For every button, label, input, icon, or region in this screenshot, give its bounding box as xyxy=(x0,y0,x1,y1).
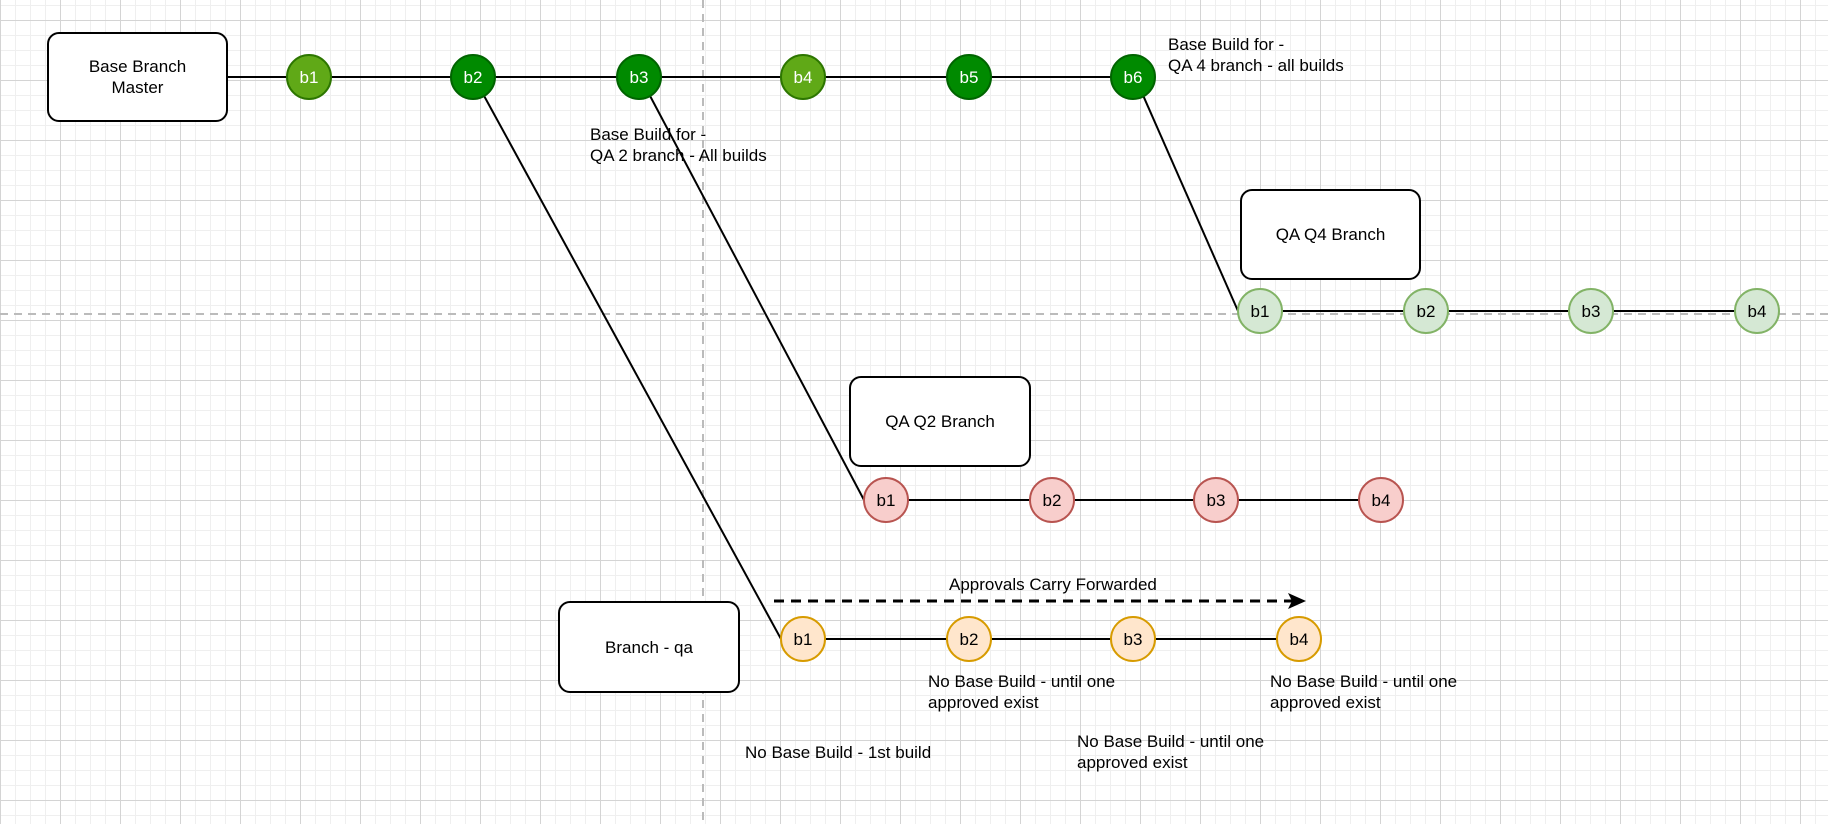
build-node-label: b2 xyxy=(960,630,979,649)
branch-box-qa-q2[interactable]: QA Q2 Branch xyxy=(849,376,1031,467)
fork-edge-qa-q4 xyxy=(1142,95,1239,312)
build-node-circle[interactable] xyxy=(780,616,826,662)
build-node-circle[interactable] xyxy=(1568,288,1614,334)
note-qa-b1: No Base Build - 1st build xyxy=(745,743,932,762)
build-node-qa-b2[interactable]: b2 xyxy=(946,616,992,662)
build-node-circle[interactable] xyxy=(946,616,992,662)
branch-box-master[interactable]: Base Branch Master xyxy=(47,32,228,122)
build-node-master-b3[interactable]: b3 xyxy=(616,54,662,100)
build-node-master-b5[interactable]: b5 xyxy=(946,54,992,100)
fork-edge-qa-q2 xyxy=(649,95,865,501)
build-node-circle[interactable] xyxy=(1193,477,1239,523)
build-node-circle[interactable] xyxy=(1110,616,1156,662)
note-qa-b2: No Base Build - until one approved exist xyxy=(928,672,1116,712)
build-node-label: b1 xyxy=(1251,302,1270,321)
fork-edge-qa xyxy=(483,95,782,640)
build-node-label: b2 xyxy=(1043,491,1062,510)
build-node-circle[interactable] xyxy=(946,54,992,100)
build-node-qa-q2-b1[interactable]: b1 xyxy=(863,477,909,523)
build-node-circle[interactable] xyxy=(1029,477,1075,523)
build-node-qa-q4-b1[interactable]: b1 xyxy=(1237,288,1283,334)
build-node-label: b5 xyxy=(960,68,979,87)
note-qa-b4: No Base Build - until one approved exist xyxy=(1270,672,1458,712)
build-node-label: b4 xyxy=(1290,630,1309,649)
build-node-qa-b3[interactable]: b3 xyxy=(1110,616,1156,662)
build-node-circle[interactable] xyxy=(780,54,826,100)
build-node-qa-b4[interactable]: b4 xyxy=(1276,616,1322,662)
build-node-label: b3 xyxy=(630,68,649,87)
build-node-label: b3 xyxy=(1207,491,1226,510)
build-node-label: b4 xyxy=(1748,302,1767,321)
build-node-circle[interactable] xyxy=(863,477,909,523)
build-node-qa-q2-b4[interactable]: b4 xyxy=(1358,477,1404,523)
build-node-label: b1 xyxy=(794,630,813,649)
note-q2-base-build: Base Build for - QA 2 branch - All build… xyxy=(590,125,767,165)
build-node-qa-q2-b2[interactable]: b2 xyxy=(1029,477,1075,523)
build-node-master-b6[interactable]: b6 xyxy=(1110,54,1156,100)
build-node-label: b3 xyxy=(1582,302,1601,321)
build-node-master-b4[interactable]: b4 xyxy=(780,54,826,100)
note-q4-base-build: Base Build for - QA 4 branch - all build… xyxy=(1168,35,1344,75)
build-node-label: b6 xyxy=(1124,68,1143,87)
build-node-label: b4 xyxy=(1372,491,1391,510)
approvals-arrow xyxy=(774,593,1306,609)
build-node-circle[interactable] xyxy=(1110,54,1156,100)
note-approvals-carry-forwarded: Approvals Carry Forwarded xyxy=(949,575,1157,594)
build-node-qa-q4-b2[interactable]: b2 xyxy=(1403,288,1449,334)
build-node-circle[interactable] xyxy=(616,54,662,100)
build-node-master-b1[interactable]: b1 xyxy=(286,54,332,100)
build-node-label: b1 xyxy=(877,491,896,510)
build-node-qa-q4-b3[interactable]: b3 xyxy=(1568,288,1614,334)
note-qa-b3: No Base Build - until one approved exist xyxy=(1077,732,1265,772)
build-node-qa-q4-b4[interactable]: b4 xyxy=(1734,288,1780,334)
branch-box-qa-q4[interactable]: QA Q4 Branch xyxy=(1240,189,1421,280)
build-node-circle[interactable] xyxy=(1403,288,1449,334)
branch-box-qa[interactable]: Branch - qa xyxy=(558,601,740,693)
build-node-circle[interactable] xyxy=(1358,477,1404,523)
build-node-qa-b1[interactable]: b1 xyxy=(780,616,826,662)
build-node-circle[interactable] xyxy=(1237,288,1283,334)
build-node-qa-q2-b3[interactable]: b3 xyxy=(1193,477,1239,523)
build-node-circle[interactable] xyxy=(450,54,496,100)
arrowhead-icon xyxy=(1288,593,1306,609)
build-node-master-b2[interactable]: b2 xyxy=(450,54,496,100)
build-node-circle[interactable] xyxy=(1734,288,1780,334)
build-node-circle[interactable] xyxy=(286,54,332,100)
build-node-label: b4 xyxy=(794,68,813,87)
build-node-label: b2 xyxy=(1417,302,1436,321)
build-node-label: b3 xyxy=(1124,630,1143,649)
build-node-circle[interactable] xyxy=(1276,616,1322,662)
build-node-label: b1 xyxy=(300,68,319,87)
build-node-label: b2 xyxy=(464,68,483,87)
